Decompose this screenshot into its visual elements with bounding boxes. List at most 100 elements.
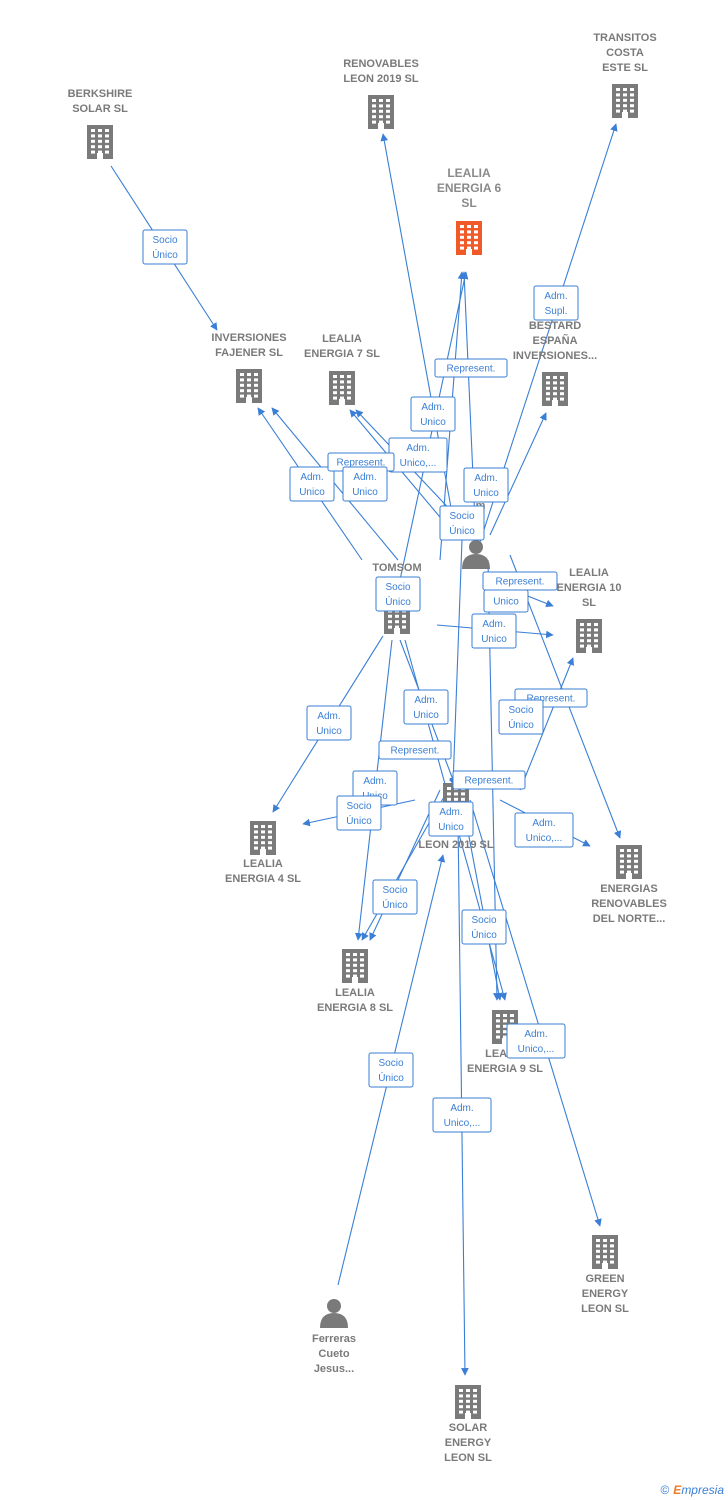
node-label: DEL NORTE... [593, 913, 666, 925]
node-label: LEALIA [243, 858, 283, 870]
relation-badge-label: Adm. [482, 619, 505, 630]
node-label: SL [461, 196, 476, 210]
node-bestard[interactable]: BESTARDESPAÑAINVERSIONES... [513, 320, 597, 406]
node-energias_norte[interactable]: ENERGIAS RENOVABLES DEL NORTE... [591, 845, 667, 925]
node-label: Jesus... [314, 1363, 354, 1375]
node-label: LEALIA [447, 166, 491, 180]
relation-badge[interactable]: Adm. Unico [306, 705, 352, 741]
footer-brand[interactable]: ©Empresia [660, 1483, 724, 1497]
relation-badge[interactable]: Represent. [434, 358, 508, 378]
relation-badge[interactable]: Adm.Unico [403, 689, 449, 725]
relation-badge-label: Único [152, 248, 178, 261]
building-icon [236, 369, 262, 403]
relation-badge-label: Único [449, 524, 475, 537]
relation-badge[interactable]: Adm. Unico [342, 466, 388, 502]
building-icon [612, 84, 638, 118]
relation-badge-label: Adm. [474, 473, 497, 484]
relation-badge-label: Adm. [524, 1029, 547, 1040]
relation-badge-label: Único [385, 595, 411, 608]
building-icon [542, 372, 568, 406]
relation-badge-label: Unico [316, 726, 342, 737]
relation-badge-label: Adm. [300, 472, 323, 483]
relation-badge[interactable]: Represent. [452, 770, 526, 790]
building-icon [456, 221, 482, 255]
relation-badge-label: Represent. [496, 577, 545, 588]
relation-badge-label: Unico [473, 488, 499, 499]
relation-badge-label: Unico [352, 487, 378, 498]
relation-badge[interactable]: Adm.Unico [410, 396, 456, 432]
relation-badge-label: Represent. [527, 694, 576, 705]
node-label: LEALIA [335, 987, 375, 999]
node-label: INVERSIONES [211, 332, 286, 344]
relation-badge-label: Unico [481, 634, 507, 645]
relation-badge-label: Adm. [544, 291, 567, 302]
relation-badge-label: Unico [299, 487, 325, 498]
relation-badge-label: Adm. [353, 472, 376, 483]
relation-badge[interactable]: Adm.Unico,... [514, 812, 574, 848]
node-label: COSTA [606, 47, 644, 59]
relation-badge-label: Socio [152, 235, 177, 246]
relation-badge[interactable]: Adm. Supl. [533, 285, 579, 321]
node-label: ENERGIAS [600, 883, 657, 895]
node-label: ENERGIA 6 [437, 181, 502, 195]
node-label: RENOVABLES [591, 898, 667, 910]
relation-badge-label: Represent. [391, 746, 440, 757]
relation-badge-label: Adm. [439, 807, 462, 818]
relation-badge-label: Socio [449, 511, 474, 522]
node-label: LEON 2019 SL [343, 73, 418, 85]
relation-badge-label: Socio [508, 705, 533, 716]
relation-badge[interactable]: Adm. Unico [463, 467, 509, 503]
node-label: GREEN [585, 1273, 624, 1285]
relation-badge[interactable]: Unico [483, 589, 529, 613]
relation-badge[interactable]: Represent. [378, 740, 452, 760]
relation-badge-label: Adm. [317, 711, 340, 722]
node-label: SL [582, 597, 596, 609]
node-label: SOLAR SL [72, 103, 128, 115]
node-label: ENERGIA 9 SL [467, 1063, 543, 1075]
node-ferreras[interactable]: FerrerasCuetoJesus... [312, 1299, 356, 1375]
relation-badge[interactable]: Represent. [482, 571, 558, 591]
node-label: TRANSITOS [593, 32, 656, 44]
node-label: ENERGIA 8 SL [317, 1002, 393, 1014]
relation-badge-label: Adm. [421, 402, 444, 413]
node-label: LEON SL [444, 1452, 492, 1464]
relation-badge-label: Unico [413, 710, 439, 721]
relation-badge-label: Supl. [545, 306, 568, 317]
relation-badge[interactable]: Adm. Unico [471, 613, 517, 649]
relation-badge[interactable]: Adm.Unico,... [388, 437, 448, 473]
relation-badge-label: Adm. [406, 443, 429, 454]
building-icon [592, 1235, 618, 1269]
node-label: Cueto [318, 1348, 349, 1360]
building-icon [616, 845, 642, 879]
person-icon [320, 1299, 348, 1328]
relation-badge-label: Socio [385, 582, 410, 593]
relation-badge[interactable]: Adm. Unico [289, 466, 335, 502]
relation-badge[interactable]: Adm.Unico,... [506, 1023, 566, 1059]
building-icon [342, 949, 368, 983]
relation-badge-label: Represent. [465, 776, 514, 787]
relation-badge[interactable]: Adm.Unico,... [432, 1097, 492, 1133]
node-label: SOLAR [449, 1422, 488, 1434]
relation-badge[interactable]: Adm.Unico [428, 801, 474, 837]
node-label: TOMSOM [372, 562, 421, 574]
node-lealia8[interactable]: LEALIA ENERGIA 8 SL [317, 949, 393, 1014]
